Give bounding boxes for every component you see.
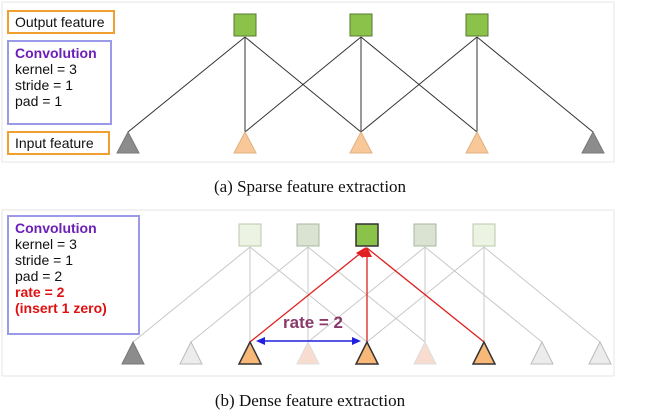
output-node-faded	[296, 223, 320, 247]
conv-param: kernel = 3	[15, 61, 77, 77]
output-feature-label: Output feature	[7, 10, 115, 34]
conv-param: stride = 1	[15, 252, 73, 268]
conv-title: Convolution	[15, 45, 97, 61]
output-node	[349, 13, 373, 37]
input-node	[233, 130, 257, 154]
input-node-highlight	[237, 340, 263, 365]
output-node-highlight	[355, 223, 379, 247]
pad-node-faded	[179, 340, 203, 365]
convolution-params-b: Convolution kernel = 3 stride = 1 pad = …	[7, 215, 140, 335]
conv-rate-note: (insert 1 zero)	[15, 300, 107, 316]
conv-param: stride = 1	[15, 77, 73, 93]
output-node	[233, 13, 257, 37]
pad-node	[581, 130, 605, 154]
conv-param: kernel = 3	[15, 236, 77, 252]
pad-node-faded	[588, 340, 612, 365]
input-node-faded	[413, 340, 437, 365]
input-node-highlight	[354, 340, 380, 365]
conv-rate-param: rate = 2	[15, 284, 65, 300]
input-node-faded	[296, 340, 320, 365]
conv-param: pad = 2	[15, 268, 63, 284]
pad-node-faded	[530, 340, 554, 365]
output-node-faded	[472, 223, 496, 247]
input-node-highlight	[471, 340, 497, 365]
rate-label: rate = 2	[283, 313, 344, 332]
caption-b: (b) Dense feature extraction	[214, 391, 406, 410]
caption-a: (a) Sparse feature extraction	[213, 177, 407, 196]
output-node	[465, 13, 489, 37]
input-node	[465, 130, 489, 154]
conv-param: pad = 1	[15, 93, 63, 109]
pad-node	[121, 340, 145, 365]
input-feature-label: Input feature	[7, 131, 110, 155]
input-node	[349, 130, 373, 154]
pad-node	[116, 130, 140, 154]
convolution-params-a: Convolution kernel = 3 stride = 1 pad = …	[7, 40, 112, 125]
panel-a-connections	[127, 36, 594, 133]
conv-title: Convolution	[15, 220, 97, 236]
output-node-faded	[238, 223, 262, 247]
output-node-faded	[413, 223, 437, 247]
rate-arrow	[256, 337, 361, 345]
panel-b-red-connections	[249, 247, 485, 343]
